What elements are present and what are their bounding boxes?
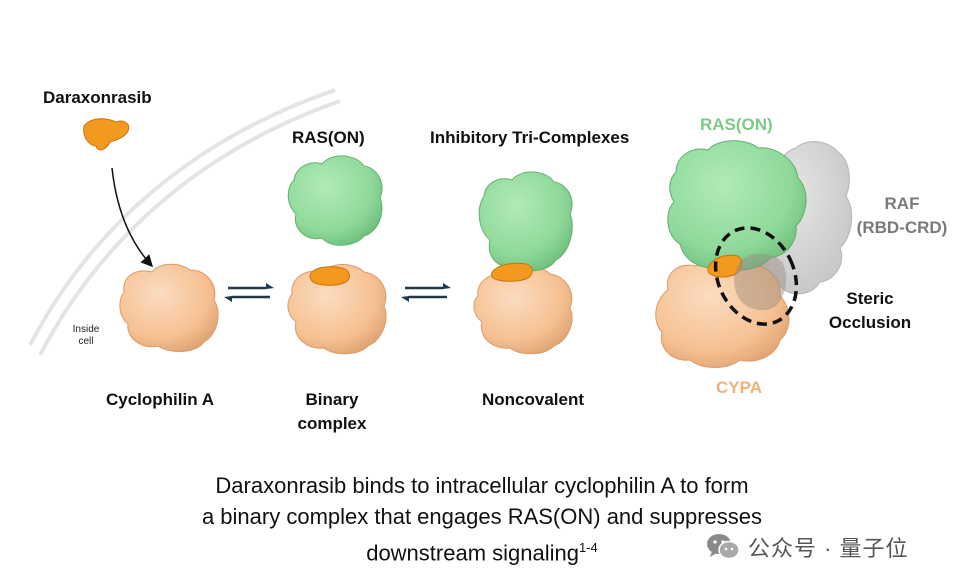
binary-complex-label: Binary complex [297, 390, 367, 433]
figure-caption: Daraxonrasib binds to intracellular cycl… [0, 470, 964, 568]
caption-line-3: downstream signaling1-4 [0, 532, 964, 568]
caption-line-2: a binary complex that engages RAS(ON) an… [201, 504, 763, 529]
daraxonrasib-molecule [83, 118, 130, 151]
ras-on-detail-label: RAS(ON) [700, 115, 773, 134]
steric-occlusion-label: Steric Occlusion [828, 289, 912, 332]
watermark: 公众号 · 量子位 [706, 530, 909, 564]
cypa-label: CYPA [716, 378, 762, 397]
inside-cell-label: Inside cell [72, 324, 100, 347]
inhibitory-tri-complexes-label: Inhibitory Tri-Complexes [430, 128, 630, 147]
equilibrium-arrows-1 [224, 283, 274, 302]
cyclophilin-a-label: Cyclophilin A [106, 390, 214, 409]
ras-on-label: RAS(ON) [292, 128, 365, 147]
caption-line-1: Daraxonrasib binds to intracellular cycl… [215, 473, 749, 498]
caption-superscript: 1-4 [578, 540, 598, 555]
equilibrium-arrows-2 [401, 283, 451, 302]
detail-bound-drug [707, 254, 743, 278]
wechat-icon [707, 534, 740, 560]
noncovalent-label: Noncovalent [482, 390, 585, 409]
cell-membrane [28, 88, 341, 356]
watermark-text: 公众号 · 量子位 [748, 536, 909, 561]
bound-drug-tri [490, 262, 533, 282]
daraxonrasib-label: Daraxonrasib [43, 88, 152, 107]
caption-line-3-text: downstream signaling [366, 540, 579, 566]
raf-rbd-crd-label: RAF (RBD-CRD) [856, 194, 948, 237]
steric-occlusion-circle [713, 226, 799, 326]
ras-on-protein [287, 155, 383, 246]
cyclophilin-a-protein [119, 263, 219, 352]
tri-complex-ras [478, 171, 573, 272]
bound-drug-binary [309, 266, 350, 286]
detail-ras-protein [667, 140, 807, 271]
binding-arrow [111, 167, 154, 268]
raf-overlap-shadow [734, 253, 787, 311]
